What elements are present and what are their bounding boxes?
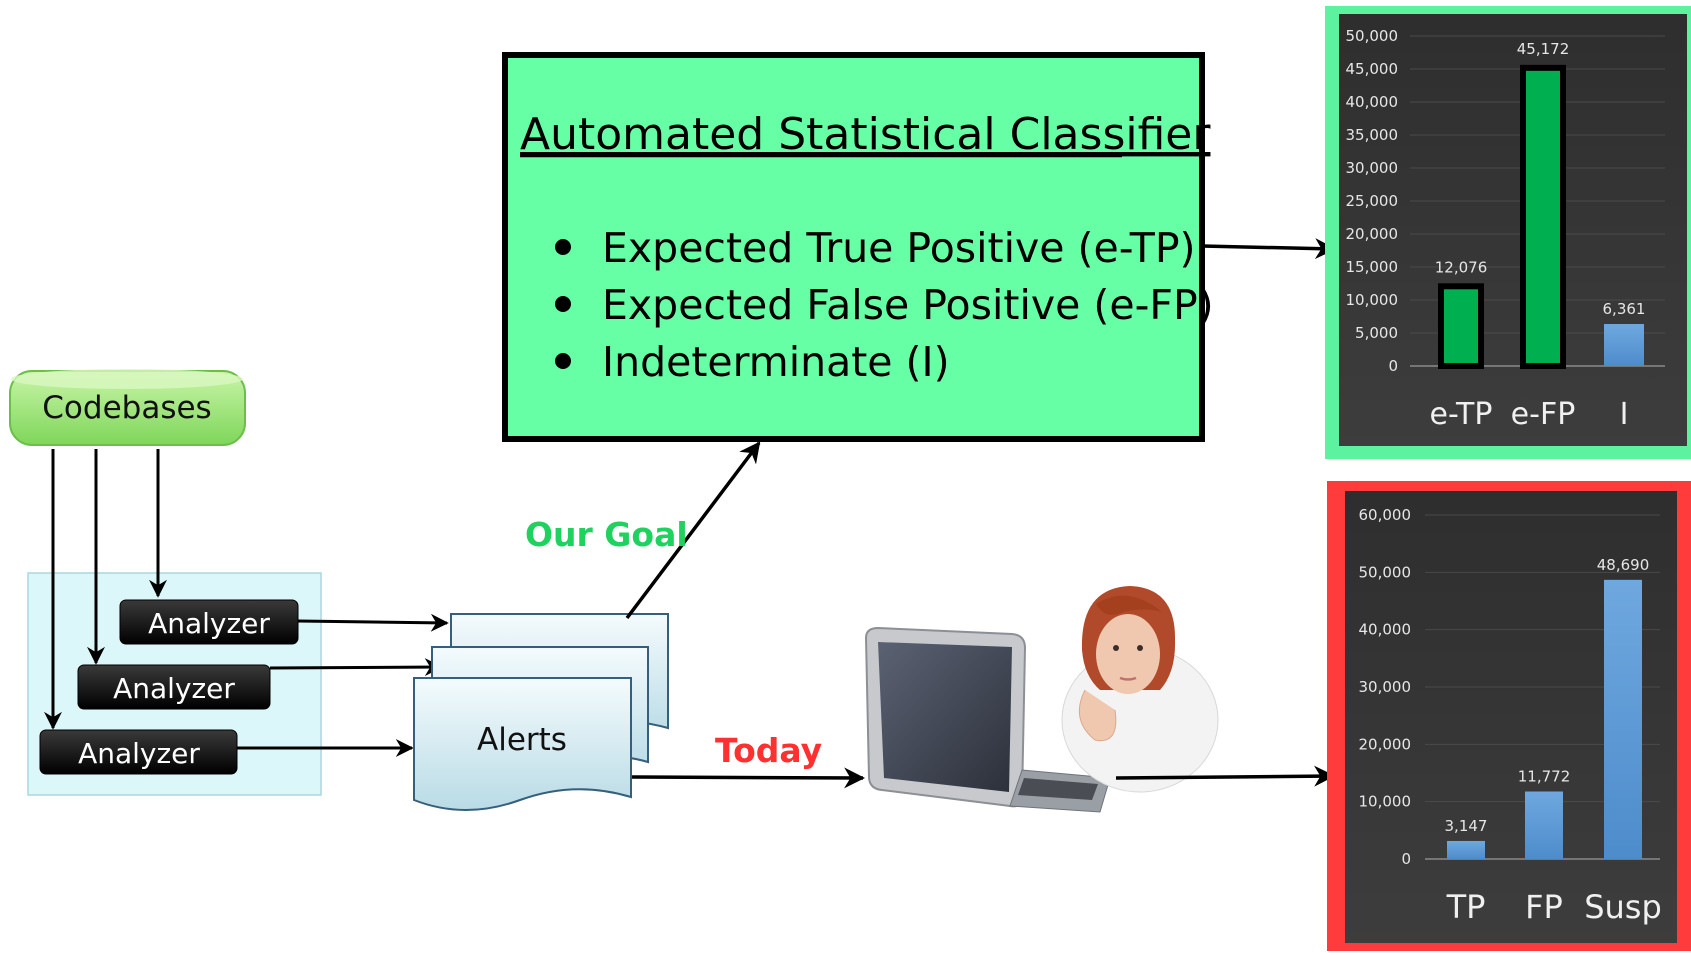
chart-y-tick-label: 35,000 — [1346, 126, 1399, 144]
chart-category-label: Susp — [1584, 888, 1662, 926]
analyzer-to-alerts-arrows — [237, 613, 449, 757]
analyzer-node-1: Analyzer — [119, 599, 299, 645]
woman-hand — [1078, 689, 1117, 742]
chart-y-tick-label: 30,000 — [1346, 159, 1399, 177]
chart-data-label: 45,172 — [1517, 40, 1570, 58]
codebases-node: Codebases — [9, 369, 246, 446]
person-at-laptop-image — [864, 586, 1219, 813]
chart-y-tick-label: 20,000 — [1359, 735, 1412, 753]
chart-y-tick-label: 30,000 — [1359, 678, 1412, 696]
chart-y-tick-label: 50,000 — [1359, 563, 1412, 581]
chart-data-label: 48,690 — [1597, 556, 1650, 574]
chart-y-tick-label: 0 — [1388, 357, 1398, 375]
alerts-document-stack: Alerts — [413, 613, 669, 811]
goal-label: Our Goal — [525, 515, 688, 554]
chart-bar-e-fp — [1520, 64, 1566, 369]
alerts-document-front — [413, 677, 632, 811]
codebases-label: Codebases — [42, 390, 211, 426]
bullet-etp: Expected True Positive (e-TP) — [602, 224, 1196, 272]
chart-y-tick-label: 50,000 — [1346, 27, 1399, 45]
chart-y-tick-label: 10,000 — [1346, 291, 1399, 309]
chart-y-tick-label: 20,000 — [1346, 225, 1399, 243]
chart-category-label: e-TP — [1430, 397, 1493, 432]
woman-face — [1096, 614, 1160, 694]
bullet-dot — [555, 353, 571, 369]
chart-y-tick-label: 15,000 — [1346, 258, 1399, 276]
chart-bar-susp — [1604, 579, 1642, 859]
laptop-keyboard — [1018, 778, 1098, 800]
chart-data-label: 3,147 — [1445, 817, 1488, 835]
woman-eye — [1137, 645, 1143, 651]
analyzer-label: Analyzer — [113, 672, 235, 705]
chart-y-tick-label: 5,000 — [1355, 324, 1398, 342]
bullet-dot — [555, 239, 571, 255]
chart-expected-classification: 0 5,000 10,000 15,000 20,000 25,000 30,000 35,0… — [1325, 6, 1691, 459]
today-result-arrow — [1115, 765, 1336, 787]
chart-category-label: e-FP — [1511, 397, 1576, 432]
bullet-dot — [555, 296, 571, 312]
codebase-arrows — [44, 449, 167, 730]
laptop-screen — [878, 642, 1012, 792]
chart-y-tick-label: 25,000 — [1346, 192, 1399, 210]
chart-category-label: FP — [1525, 888, 1563, 926]
analyzer-label: Analyzer — [148, 607, 270, 640]
chart-category-label: TP — [1446, 888, 1486, 926]
chart-y-tick-label: 40,000 — [1346, 93, 1399, 111]
today-label: Today — [715, 731, 822, 770]
goal-arrow — [625, 441, 761, 620]
chart-manual-classification: 0 10,000 20,000 30,000 40,000 50,000 60,000 3,… — [1327, 481, 1691, 951]
codebases-cylinder-top — [11, 369, 243, 389]
chart-y-tick-label: 40,000 — [1359, 621, 1412, 639]
chart-y-tick-label: 0 — [1401, 850, 1411, 868]
classifier-box — [502, 52, 1205, 442]
chart-bar-e-tp — [1438, 283, 1484, 369]
chart1-panel — [1339, 14, 1687, 446]
chart-category-label: I — [1620, 397, 1629, 432]
bullet-efp: Expected False Positive (e-FP) — [602, 281, 1214, 329]
analyzer-node-3: Analyzer — [39, 729, 238, 775]
bullet-indeterminate: Indeterminate (I) — [602, 338, 950, 386]
chart-y-tick-label: 60,000 — [1359, 506, 1412, 524]
chart-data-label: 12,076 — [1435, 258, 1488, 276]
goal-result-arrow — [1201, 238, 1337, 260]
woman-bangs — [1096, 595, 1162, 615]
chart-data-label: 11,772 — [1518, 768, 1571, 786]
classifier-title: Automated Statistical Classifier — [520, 109, 1211, 160]
chart-y-tick-label: 10,000 — [1359, 793, 1412, 811]
woman-mouth — [1119, 676, 1137, 681]
chart-bar-i — [1604, 324, 1644, 366]
woman-eye — [1113, 645, 1119, 651]
classifier-bullet-list: Expected True Positive (e-TP) Expected F… — [555, 224, 1214, 386]
chart-y-tick-label: 45,000 — [1346, 60, 1399, 78]
chart-data-label: 6,361 — [1603, 300, 1646, 318]
analyzer-node-2: Analyzer — [77, 664, 271, 710]
chart-bar-fp — [1525, 791, 1563, 859]
today-arrow — [631, 767, 866, 789]
alerts-label: Alerts — [477, 722, 567, 758]
analyzer-label: Analyzer — [78, 737, 200, 770]
chart-bar-tp — [1447, 840, 1485, 859]
